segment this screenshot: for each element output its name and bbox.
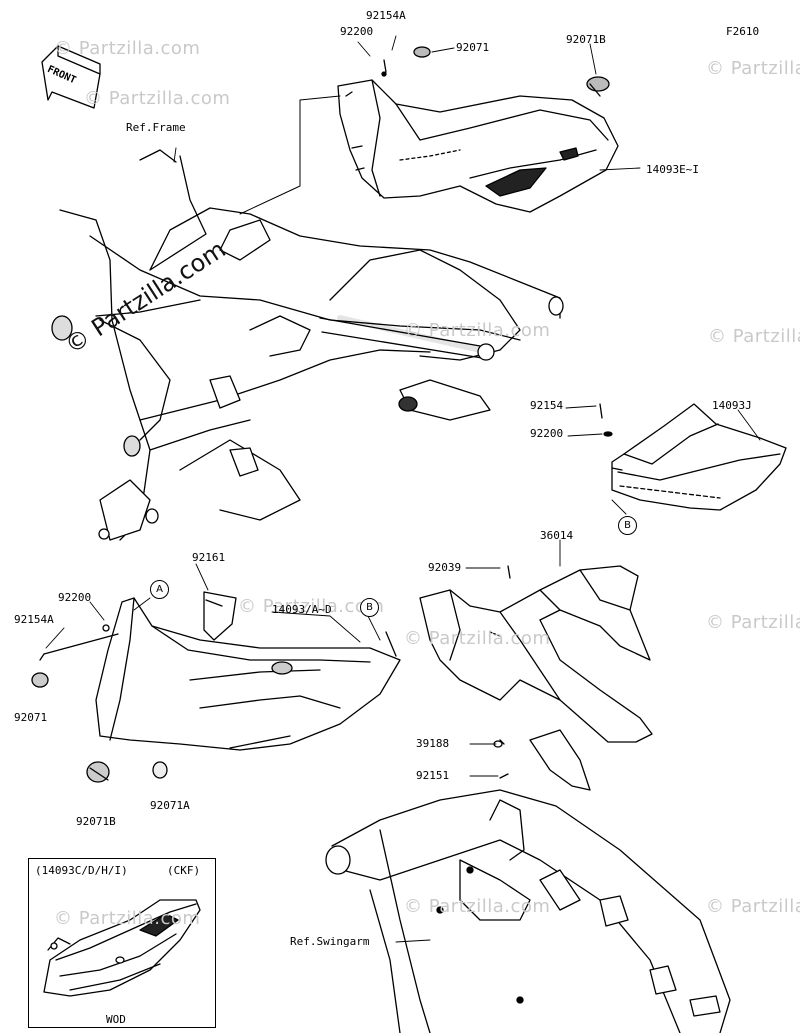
watermark: © Partzilla.com <box>404 628 551 649</box>
watermark: © Partzilla.com <box>706 612 800 633</box>
part-label: 92200 <box>58 591 92 604</box>
part-label: 14093/A~D <box>272 603 332 616</box>
watermark: © Partzilla.com <box>706 896 800 917</box>
part-label: 92154 <box>530 399 564 412</box>
inset-market-label: (CKF) <box>167 864 201 877</box>
inset-parts-label: (14093C/D/H/I) <box>35 864 128 877</box>
inset-color-code: WOD <box>106 1013 126 1026</box>
part-label: 92071A <box>150 799 190 812</box>
part-label: 92151 <box>416 769 450 782</box>
leader-lines <box>45 35 761 943</box>
watermark: © Partzilla.com <box>238 596 385 617</box>
part-label: 39188 <box>416 737 450 750</box>
ref-frame-label: Ref.Frame <box>126 121 186 134</box>
frame-drawing <box>51 149 564 541</box>
part-label: 14093E~I <box>646 163 699 176</box>
inset-box: (14093C/D/H/I) (CKF) <box>28 858 216 1028</box>
part-label: 92071 <box>456 41 490 54</box>
swingarm-drawing <box>325 789 731 1033</box>
watermark: © Partzilla.com <box>404 896 551 917</box>
callout-b: B <box>360 598 379 617</box>
inset-cover-drawing <box>43 899 201 997</box>
part-label: 36014 <box>540 529 574 542</box>
part-label: 92154A <box>14 613 54 626</box>
lower-side-cover-drawing <box>31 591 401 783</box>
part-label: 92161 <box>192 551 226 564</box>
callout-a: A <box>150 580 169 599</box>
part-label: 92071B <box>76 815 116 828</box>
right-side-cover-drawing <box>599 403 787 511</box>
figure-code: F2610 <box>726 25 760 38</box>
part-label: 92154A <box>366 9 406 22</box>
part-label: 92200 <box>340 25 374 38</box>
part-label: 92200 <box>530 427 564 440</box>
ref-swingarm-label: Ref.Swingarm <box>290 935 370 948</box>
part-label: 92071 <box>14 711 48 724</box>
watermark: © Partzilla.com <box>404 320 551 341</box>
upper-seat-cover-drawing <box>337 46 619 213</box>
watermark: © Partzilla.com <box>54 38 201 59</box>
watermark: © Partzilla.com <box>708 326 800 347</box>
part-label: 14093J <box>712 399 752 412</box>
watermark: © Partzilla.com <box>54 908 201 929</box>
part-label: 92039 <box>428 561 462 574</box>
callout-b: B <box>618 516 637 535</box>
part-label: 92071B <box>566 33 606 46</box>
front-arrow-icon <box>41 45 101 109</box>
rear-fender-drawing <box>419 565 653 791</box>
watermark: © Partzilla.com <box>84 88 231 109</box>
watermark: © Partzilla.com <box>706 58 800 79</box>
